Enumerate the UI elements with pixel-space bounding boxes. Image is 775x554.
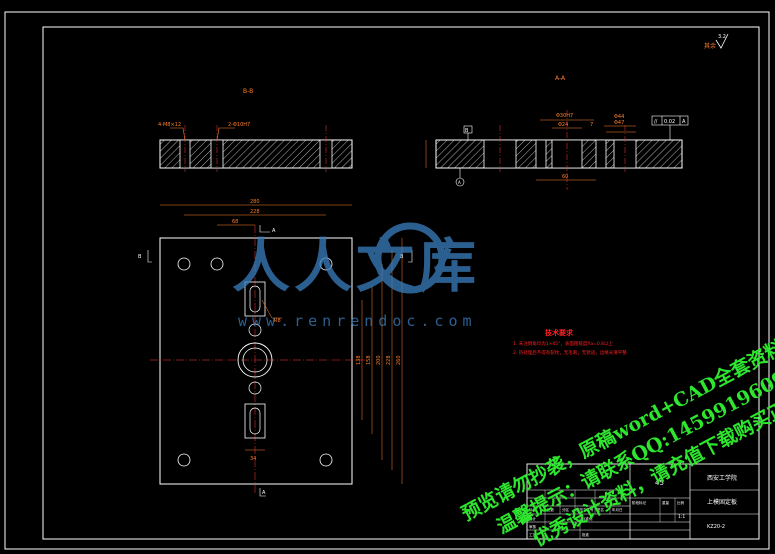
svg-text:年月日: 年月日 bbox=[612, 507, 623, 512]
section-label-right: A-A bbox=[555, 75, 566, 82]
dim-slot-width: 34 bbox=[250, 456, 256, 462]
svg-text:0.02: 0.02 bbox=[664, 119, 675, 125]
svg-text:设计: 设计 bbox=[529, 516, 537, 521]
svg-text:更改文件号: 更改文件号 bbox=[576, 507, 594, 512]
svg-text:标准化: 标准化 bbox=[582, 516, 593, 521]
svg-text:处数: 处数 bbox=[547, 507, 555, 512]
dim-slot-radius: R8 bbox=[274, 318, 281, 324]
title-block: 45 西安工学院 上模固定板 KZ20-2 1:1 标记 处数 分区 更改文件号… bbox=[526, 463, 760, 540]
section-arrow-a-bottom: A bbox=[262, 490, 266, 496]
plan-view: 280 228 68 138 158 200 228 260 34 R8 A A… bbox=[138, 199, 413, 497]
tb-company: 西安工学院 bbox=[707, 474, 737, 482]
section-view-left: 4-M8×12 2-Φ10H7 bbox=[158, 122, 353, 172]
dim-side-1: 138 bbox=[356, 355, 362, 365]
tb-part-name: 上模固定板 bbox=[707, 498, 737, 506]
roughness-note: 其余 bbox=[704, 42, 716, 50]
dim-tapped-holes: 4-M8×12 bbox=[158, 122, 181, 128]
svg-text:比例: 比例 bbox=[677, 500, 685, 505]
svg-text:签名: 签名 bbox=[597, 507, 604, 512]
svg-text://: // bbox=[654, 119, 658, 125]
dim-outer-a: Φ44 bbox=[614, 114, 624, 120]
outer-frame bbox=[4, 11, 770, 550]
svg-text:A: A bbox=[682, 119, 686, 125]
section-label-left: B-B bbox=[243, 88, 253, 95]
tb-material: 45 bbox=[655, 479, 664, 487]
dim-hole-spacing-b: 68 bbox=[232, 219, 238, 225]
svg-text:B: B bbox=[465, 128, 469, 134]
dim-width-bottom: 60 bbox=[562, 174, 568, 180]
svg-text:A: A bbox=[458, 180, 461, 185]
tech-line-1: 1. 未注倒角均为1×45°，表面粗糙度Ra=0.8以上 bbox=[513, 340, 614, 347]
section-arrow-b-left: B bbox=[138, 254, 142, 260]
dim-overall-width: 280 bbox=[250, 199, 260, 205]
datum-b-marker: B bbox=[463, 125, 473, 140]
datum-a-marker: A bbox=[455, 168, 465, 187]
dim-dowel-holes: 2-Φ10H7 bbox=[228, 122, 250, 128]
dim-hole-spacing-a: 228 bbox=[250, 209, 260, 215]
section-view-right: Φ30H7 Φ24 7 Φ44 Φ47 60 // 0.02 A B A bbox=[425, 110, 689, 190]
dim-side-2: 158 bbox=[366, 355, 372, 365]
svg-text:重量: 重量 bbox=[662, 500, 670, 505]
svg-text:批准: 批准 bbox=[582, 532, 590, 537]
dim-side-5: 260 bbox=[396, 355, 402, 365]
dim-side-3: 200 bbox=[376, 355, 382, 365]
roughness-value: 3.2 bbox=[718, 34, 726, 40]
section-arrow-b-right: B bbox=[400, 254, 404, 260]
tech-requirements: 技术要求 1. 未注倒角均为1×45°，表面粗糙度Ra=0.8以上 2. 热处理… bbox=[513, 328, 627, 356]
dim-side-4: 228 bbox=[386, 355, 392, 365]
svg-text:工艺: 工艺 bbox=[529, 532, 537, 537]
svg-text:审核: 审核 bbox=[529, 524, 537, 529]
dim-step: 7 bbox=[590, 122, 593, 128]
geo-tolerance-frame: // 0.02 A bbox=[651, 115, 689, 140]
section-arrow-a-top: A bbox=[272, 228, 276, 234]
dim-outer-b: Φ47 bbox=[614, 120, 624, 126]
roughness-symbol: 其余 3.2 bbox=[704, 33, 729, 50]
dim-bore-inner: Φ24 bbox=[558, 122, 568, 128]
tech-line-2: 2. 热处理后不得有裂纹，无毛刺，无锈迹，边缘光滑平整 bbox=[513, 349, 627, 356]
inner-frame bbox=[42, 26, 760, 540]
tech-title: 技术要求 bbox=[545, 328, 574, 337]
tb-scale: 1:1 bbox=[678, 514, 685, 520]
dim-bore: Φ30H7 bbox=[556, 113, 573, 119]
svg-text:标记: 标记 bbox=[529, 507, 537, 512]
tb-drawing-no: KZ20-2 bbox=[707, 524, 725, 530]
svg-text:阶段标记: 阶段标记 bbox=[632, 500, 646, 505]
svg-text:分区: 分区 bbox=[562, 507, 570, 512]
